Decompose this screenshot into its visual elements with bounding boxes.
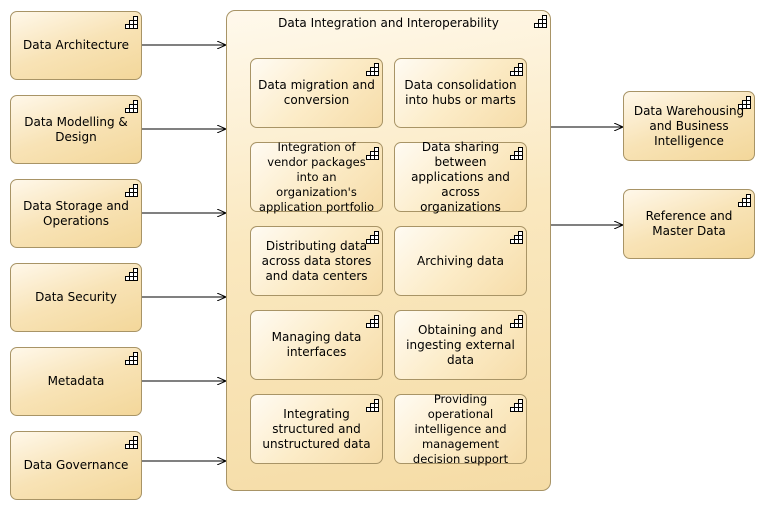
component-icon: [125, 436, 138, 449]
input-data-storage-operations[interactable]: Data Storage and Operations: [10, 179, 142, 248]
item-label: Integrating structured and unstructured …: [262, 406, 371, 451]
input-data-security[interactable]: Data Security: [10, 263, 142, 332]
item-label: Data migration and conversion: [258, 78, 375, 107]
component-icon: [510, 399, 523, 412]
item-label: Archiving data: [417, 253, 504, 268]
input-label: Data Architecture: [23, 38, 129, 52]
output-label: Reference and Master Data: [645, 209, 733, 238]
output-label: Data Warehousing and Business Intelligen…: [633, 103, 745, 148]
item-integrating-structured[interactable]: Integrating structured and unstructured …: [250, 394, 383, 464]
item-label: Providing operational intelligence and m…: [412, 391, 509, 466]
input-metadata[interactable]: Metadata: [10, 347, 142, 416]
component-icon: [125, 184, 138, 197]
component-icon: [125, 100, 138, 113]
item-data-consolidation[interactable]: Data consolidation into hubs or marts: [394, 58, 527, 128]
item-data-sharing[interactable]: Data sharing between applications and ac…: [394, 139, 527, 214]
component-icon: [738, 194, 751, 207]
item-distributing-data[interactable]: Distributing data across data stores and…: [250, 226, 383, 296]
container-title: Data Integration and Interoperability: [278, 16, 499, 30]
component-icon: [510, 63, 523, 76]
component-icon: [510, 315, 523, 328]
item-data-migration[interactable]: Data migration and conversion: [250, 58, 383, 128]
component-icon: [534, 15, 547, 28]
item-obtaining-external-data[interactable]: Obtaining and ingesting external data: [394, 310, 527, 380]
item-label: Data consolidation into hubs or marts: [404, 78, 517, 107]
item-label: Managing data interfaces: [271, 330, 362, 359]
input-data-architecture[interactable]: Data Architecture: [10, 11, 142, 80]
input-label: Data Storage and Operations: [23, 198, 129, 228]
item-label: Integration of vendor packages into an o…: [258, 139, 375, 214]
input-data-modelling-design[interactable]: Data Modelling & Design: [10, 95, 142, 164]
item-operational-intelligence[interactable]: Providing operational intelligence and m…: [394, 391, 527, 466]
input-label: Data Governance: [23, 458, 129, 472]
input-label: Data Modelling & Design: [24, 114, 128, 144]
component-icon: [510, 231, 523, 244]
item-label: Data sharing between applications and ac…: [411, 139, 510, 214]
component-icon: [510, 147, 523, 160]
component-icon: [366, 147, 379, 160]
component-icon: [366, 399, 379, 412]
item-archiving-data[interactable]: Archiving data: [394, 226, 527, 296]
item-vendor-integration[interactable]: Integration of vendor packages into an o…: [250, 139, 383, 214]
input-data-governance[interactable]: Data Governance: [10, 431, 142, 500]
input-label: Metadata: [47, 374, 105, 388]
component-icon: [125, 268, 138, 281]
component-icon: [738, 96, 751, 109]
component-icon: [366, 63, 379, 76]
component-icon: [366, 315, 379, 328]
item-managing-interfaces[interactable]: Managing data interfaces: [250, 310, 383, 380]
item-label: Distributing data across data stores and…: [261, 238, 372, 283]
component-icon: [125, 352, 138, 365]
item-label: Obtaining and ingesting external data: [406, 322, 515, 367]
output-data-warehousing-bi[interactable]: Data Warehousing and Business Intelligen…: [623, 91, 755, 161]
input-label: Data Security: [35, 290, 117, 304]
component-icon: [125, 16, 138, 29]
component-icon: [366, 231, 379, 244]
output-reference-master-data[interactable]: Reference and Master Data: [623, 189, 755, 259]
